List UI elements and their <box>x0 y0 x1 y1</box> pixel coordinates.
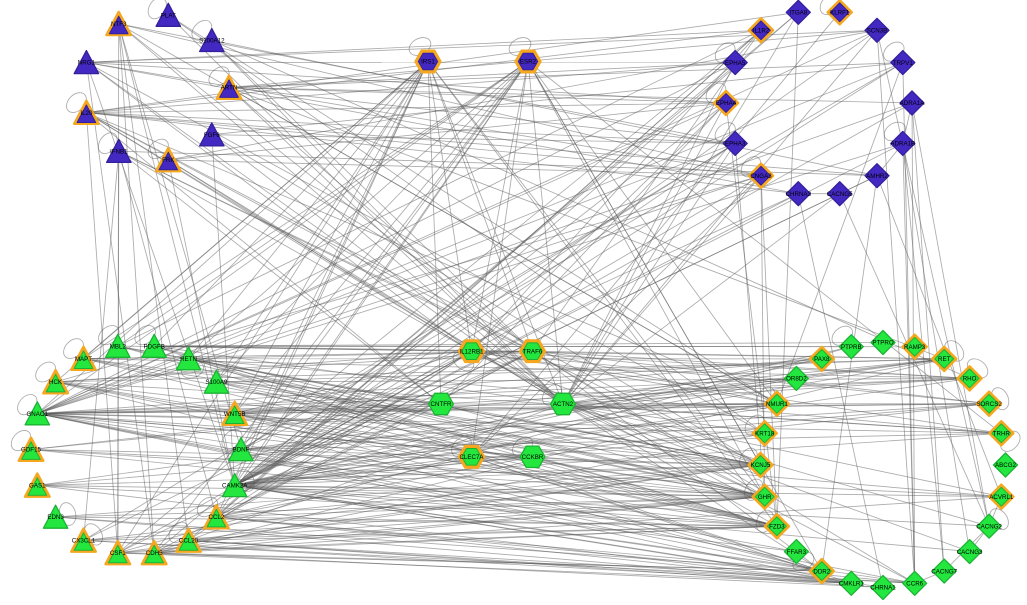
svg-text:IL20: IL20 <box>80 110 93 117</box>
svg-text:CACNG2: CACNG2 <box>976 523 1002 530</box>
svg-text:EPHA4: EPHA4 <box>716 100 737 107</box>
svg-text:PDGFB: PDGFB <box>144 343 165 350</box>
svg-text:CAMK2A: CAMK2A <box>222 483 248 490</box>
svg-text:RET: RET <box>938 356 951 363</box>
svg-text:CCKBR: CCKBR <box>522 454 544 461</box>
svg-text:NTF3: NTF3 <box>111 21 127 28</box>
svg-text:ADRA1B: ADRA1B <box>890 141 915 148</box>
svg-text:PAX8: PAX8 <box>814 356 830 363</box>
svg-text:IL12RB1: IL12RB1 <box>459 348 484 355</box>
svg-text:S100A12: S100A12 <box>199 38 225 45</box>
svg-text:CACNG5: CACNG5 <box>827 191 853 198</box>
svg-text:CLEC7A: CLEC7A <box>459 454 484 461</box>
svg-text:CHRNA3: CHRNA3 <box>786 191 812 198</box>
svg-text:PTPRO: PTPRO <box>872 340 894 347</box>
svg-text:MAPT: MAPT <box>75 356 92 363</box>
svg-text:GNAO1: GNAO1 <box>26 411 48 418</box>
svg-text:ABCG2: ABCG2 <box>995 462 1017 469</box>
svg-text:PTPRB: PTPRB <box>841 344 862 351</box>
svg-text:ESR2: ESR2 <box>520 59 537 66</box>
svg-text:EPHA3: EPHA3 <box>725 141 746 148</box>
svg-text:GAS1: GAS1 <box>29 483 46 490</box>
svg-text:KRT18: KRT18 <box>755 431 775 438</box>
svg-text:EPHA5: EPHA5 <box>725 60 746 67</box>
svg-text:CMKLR1: CMKLR1 <box>839 581 865 588</box>
svg-text:CX3CL1: CX3CL1 <box>72 538 96 545</box>
svg-text:RHO: RHO <box>963 376 977 383</box>
svg-text:SORCS2: SORCS2 <box>976 401 1002 408</box>
svg-text:AMHR2: AMHR2 <box>866 173 888 180</box>
svg-text:ACTN2: ACTN2 <box>553 401 574 408</box>
svg-text:ARTN: ARTN <box>221 85 238 92</box>
svg-text:TRPV1: TRPV1 <box>893 60 914 67</box>
svg-text:PLAT: PLAT <box>161 12 176 19</box>
svg-text:IFNB1: IFNB1 <box>110 148 128 155</box>
svg-text:CSF1: CSF1 <box>110 550 126 557</box>
svg-text:CNTFR: CNTFR <box>431 401 452 408</box>
svg-text:TRHR: TRHR <box>993 431 1011 438</box>
svg-text:FFAR3: FFAR3 <box>787 549 807 556</box>
svg-text:CHRNA1: CHRNA1 <box>870 585 896 592</box>
svg-text:ADRA1A: ADRA1A <box>900 100 926 107</box>
svg-text:RETN: RETN <box>180 356 197 363</box>
svg-text:FGF6: FGF6 <box>204 132 220 139</box>
svg-text:HCK: HCK <box>49 379 63 386</box>
svg-text:FRK: FRK <box>162 157 175 164</box>
svg-text:ITGA8: ITGA8 <box>789 10 807 17</box>
svg-text:RAMP3: RAMP3 <box>904 344 926 351</box>
svg-text:NRG1: NRG1 <box>78 60 96 67</box>
svg-text:SCN3B: SCN3B <box>867 28 888 35</box>
svg-text:CCR6: CCR6 <box>906 581 923 588</box>
svg-text:S100A9: S100A9 <box>205 379 228 386</box>
svg-text:TRAF6: TRAF6 <box>523 348 543 355</box>
svg-text:EDN3: EDN3 <box>47 514 64 521</box>
svg-text:KLRF1: KLRF1 <box>830 10 850 17</box>
svg-text:CCL20: CCL20 <box>179 538 199 545</box>
svg-text:CCL2: CCL2 <box>208 514 224 521</box>
svg-text:FZD3: FZD3 <box>769 523 785 530</box>
svg-text:IL1R2: IL1R2 <box>753 28 770 35</box>
svg-text:MBL2: MBL2 <box>110 343 127 350</box>
svg-text:GHR: GHR <box>758 494 772 501</box>
svg-text:CDH5: CDH5 <box>146 550 163 557</box>
svg-text:NMUR1: NMUR1 <box>766 401 789 408</box>
svg-text:DDR2: DDR2 <box>813 568 830 575</box>
svg-text:GDF15: GDF15 <box>21 447 42 454</box>
svg-text:KCNJ5: KCNJ5 <box>751 462 771 469</box>
svg-text:ACVRL1: ACVRL1 <box>989 494 1014 501</box>
svg-text:WNT5B: WNT5B <box>224 411 246 418</box>
svg-text:IRS1: IRS1 <box>421 59 435 66</box>
svg-text:CNGA3: CNGA3 <box>750 173 772 180</box>
svg-text:OR8D2: OR8D2 <box>786 376 807 383</box>
svg-text:CACNG7: CACNG7 <box>931 568 957 575</box>
svg-text:BDNF: BDNF <box>233 447 250 454</box>
svg-text:CACNG3: CACNG3 <box>957 549 983 556</box>
